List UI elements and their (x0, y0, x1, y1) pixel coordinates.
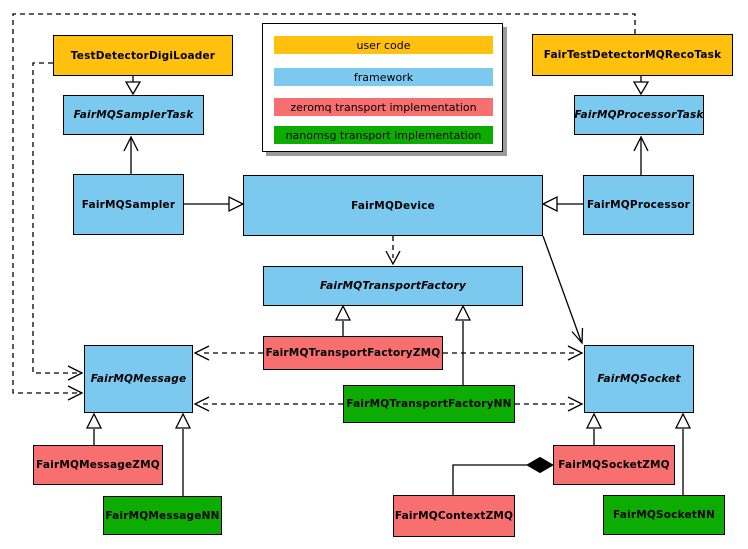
edge-factorynn-socket (515, 396, 584, 412)
edge-device-socket (542, 235, 584, 345)
edge-factoryzmq-factory (334, 304, 352, 336)
node-fairmq-socket-zmq: FairMQSocketZMQ (553, 445, 675, 485)
node-fairmq-message: FairMQMessage (84, 345, 193, 413)
node-fairmq-socket: FairMQSocket (584, 345, 694, 413)
node-test-detector-digi-loader: TestDetectorDigiLoader (53, 35, 233, 76)
node-fairmq-processor-task: FairMQProcessorTask (574, 95, 704, 135)
legend-item-nanomsg: nanomsg transport implementation (274, 126, 493, 144)
edge-processor-processortask (633, 135, 649, 175)
legend-item-user-code: user code (274, 36, 493, 54)
edge-factoryzmq-socket (443, 345, 584, 361)
node-fairmq-sampler-task: FairMQSamplerTask (63, 95, 204, 135)
edge-messagenn-message (174, 412, 192, 496)
edge-processor-device (541, 195, 583, 213)
edge-digiloader-samplertask (124, 76, 142, 96)
edge-messagezmq-message (85, 412, 103, 445)
node-fairmq-processor: FairMQProcessor (583, 175, 694, 235)
node-fairmq-transport-factory-zmq: FairMQTransportFactoryZMQ (263, 336, 443, 370)
node-fairmq-transport-factory: FairMQTransportFactory (263, 266, 523, 306)
node-fairmq-context-zmq: FairMQContextZMQ (393, 495, 515, 537)
node-fairmq-socket-nn: FairMQSocketNN (603, 495, 725, 535)
node-fairmq-message-zmq: FairMQMessageZMQ (33, 445, 163, 485)
edge-factorynn-message (193, 396, 343, 412)
edge-socketzmq-socket (585, 412, 603, 445)
edge-socketnn-socket (674, 412, 692, 495)
node-fairmq-transport-factory-nn: FairMQTransportFactoryNN (343, 385, 515, 423)
edge-contextzmq-socketzmq (452, 456, 555, 495)
edge-device-transportfactory (385, 236, 401, 266)
edge-sampler-device (184, 195, 245, 213)
legend-item-zeromq: zeromq transport implementation (274, 98, 493, 116)
edge-factoryzmq-message (193, 345, 263, 361)
legend-item-framework: framework (274, 68, 493, 86)
node-fairmq-device: FairMQDevice (243, 175, 543, 236)
legend-box: user code framework zeromq transport imp… (262, 23, 503, 152)
edge-factorynn-factory (454, 304, 472, 385)
node-fairmq-sampler: FairMQSampler (73, 174, 184, 235)
edge-recotask-processortask (632, 76, 650, 96)
node-fairmq-message-nn: FairMQMessageNN (103, 496, 222, 535)
edge-sampler-samplertask (123, 135, 139, 174)
node-fair-test-detector-mq-reco-task: FairTestDetectorMQRecoTask (532, 34, 733, 76)
